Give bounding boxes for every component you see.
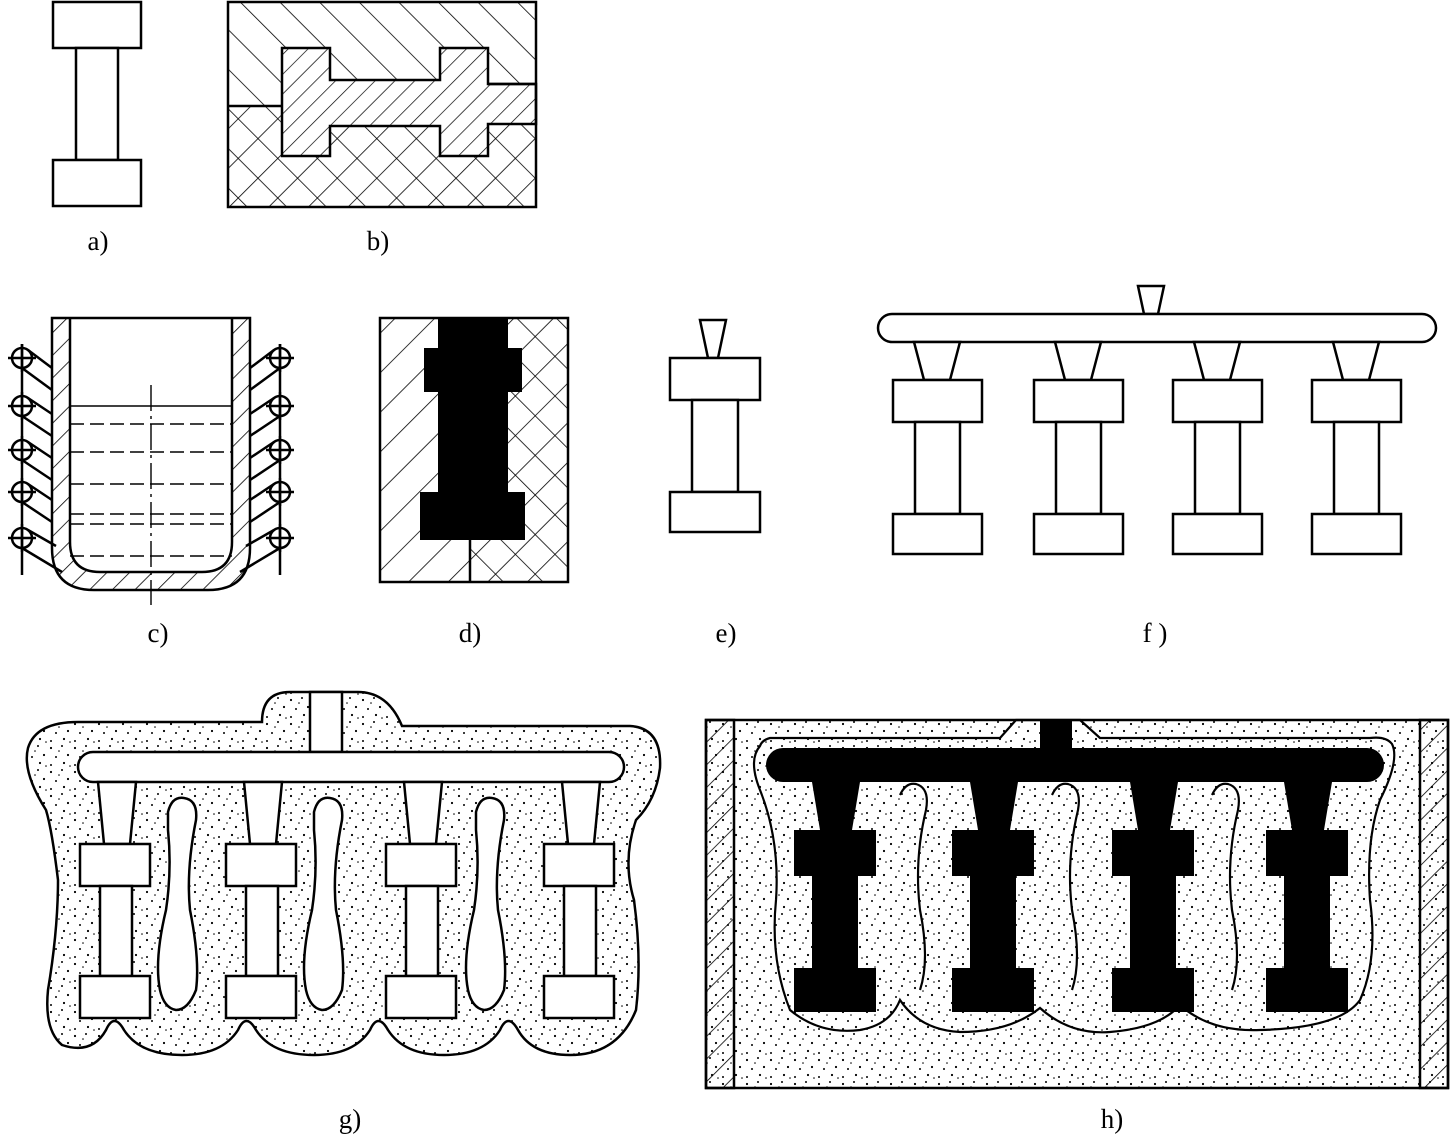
label-a: a) xyxy=(88,226,109,256)
casting-3 xyxy=(1112,782,1194,1012)
panel-d-wax-injection xyxy=(378,316,570,584)
label-g: g) xyxy=(339,1104,362,1134)
casting-1 xyxy=(794,782,876,1012)
shell-pattern-2 xyxy=(224,780,298,1020)
label-c: c) xyxy=(148,618,169,648)
shell-pattern-1 xyxy=(78,780,152,1020)
panel-b-press-mould xyxy=(226,0,538,209)
panel-c-melting-tank xyxy=(8,316,294,605)
label-e: e) xyxy=(716,618,737,648)
panel-f-pattern-cluster xyxy=(876,284,1438,556)
label-h: h) xyxy=(1101,1104,1124,1134)
label-f: f ) xyxy=(1143,618,1168,648)
cluster-pattern-1 xyxy=(891,340,984,556)
panel-e-pattern-with-gate xyxy=(668,318,762,534)
label-b: b) xyxy=(367,226,390,256)
cluster-pattern-3 xyxy=(1171,340,1264,556)
panel-a-pattern xyxy=(51,0,143,208)
casting-4 xyxy=(1266,782,1348,1012)
label-d: d) xyxy=(459,618,482,648)
shell-pattern-3 xyxy=(384,780,458,1020)
cluster-pattern-2 xyxy=(1032,340,1125,556)
panel-g-ceramic-shell xyxy=(25,690,662,1057)
casting-2 xyxy=(952,782,1034,1012)
panel-h-pouring xyxy=(704,718,1450,1090)
cluster-pattern-4 xyxy=(1310,340,1403,556)
shell-pattern-4 xyxy=(542,780,616,1020)
